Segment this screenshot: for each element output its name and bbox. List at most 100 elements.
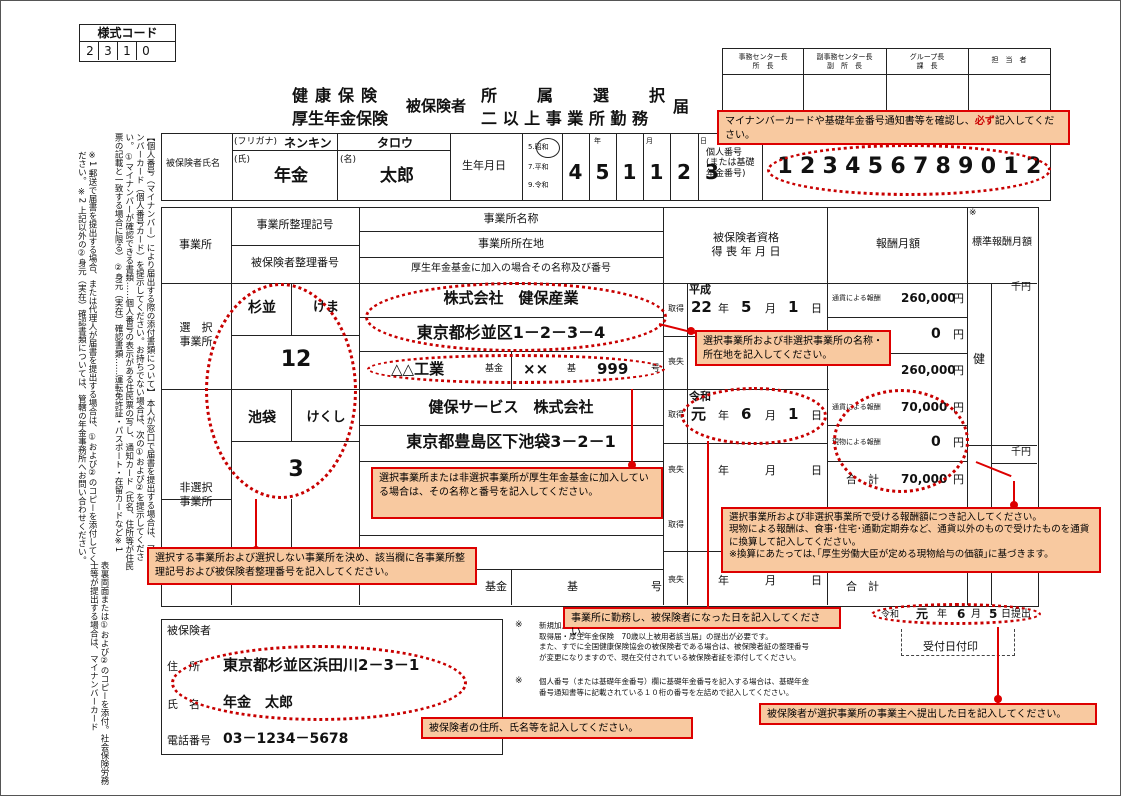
mynumber-label: 個人番号 (または基礎 年金番号) xyxy=(706,148,755,179)
furigana-label: (フリガナ) xyxy=(234,137,278,147)
d-lbl: 日 xyxy=(811,574,822,587)
grid-line xyxy=(161,389,829,390)
kikin-label: 基金 xyxy=(485,580,507,593)
birth-digit: 5 xyxy=(595,160,610,184)
h-name: 事業所名称 xyxy=(483,212,539,225)
y-lbl: 年 xyxy=(718,302,729,315)
y-lbl: 年 xyxy=(718,574,729,587)
tel-lbl: 電話番号 xyxy=(167,734,211,747)
selected-office-label: 選 択 事業所 xyxy=(179,321,213,349)
total-label: 合 計 xyxy=(846,580,879,593)
grid-line xyxy=(663,207,664,605)
grid-line xyxy=(687,283,688,605)
callout-date: 事業所に勤務し、被保険者になった日を記入してください。 xyxy=(563,607,841,638)
birth-digit: 1 xyxy=(622,160,637,184)
highlight-mynumber xyxy=(767,144,1051,196)
kana-last: ネンキン xyxy=(284,136,332,150)
grid-line xyxy=(231,245,359,246)
non-name: 健保サービス 株式会社 xyxy=(428,398,594,416)
highlight-submit-date xyxy=(871,603,1041,625)
name-label: 被保険者氏名 xyxy=(166,159,221,169)
form-code-digit: 2 xyxy=(86,44,94,58)
shi-label: (氏) xyxy=(234,155,251,165)
go-label: 号 xyxy=(651,580,662,593)
h-insnum: 被保険者整理番号 xyxy=(251,256,339,269)
birth-digit: 2 xyxy=(677,160,691,184)
callout-pay: 選択事業所および非選択事業所で受ける報酬額につき記入してください。 現物による報… xyxy=(721,507,1101,573)
shutoku-1: 取得 xyxy=(668,304,684,313)
main-table xyxy=(161,207,1039,607)
soushitsu-1: 喪失 xyxy=(668,357,684,366)
grid-line xyxy=(161,283,1037,284)
highlight-address xyxy=(171,645,467,721)
callout-mynumber: マイナンバーカードや基礎年金番号通知書等を確認し、必ず記入してください。 xyxy=(717,110,1070,145)
approval-label: 副事務センター長 副 所 長 xyxy=(816,53,873,71)
shutoku-2: 取得 xyxy=(668,410,684,419)
callout-codes: 選択する事業所および選択しない事業所を決め、該当欄に各事業所整理記号および被保険… xyxy=(147,547,477,585)
h-std: 標準報酬月額 xyxy=(972,237,1032,248)
grid-line xyxy=(359,257,663,258)
note2-mark: ※ xyxy=(515,676,523,686)
ken-label: 健 xyxy=(973,352,986,366)
sel-month: 5 xyxy=(741,298,752,316)
title-todoke: 届 xyxy=(673,97,690,116)
title-line3a: 所 属 選 択 xyxy=(481,86,678,105)
grid-line xyxy=(161,499,231,500)
h-addr: 事業所所在地 xyxy=(478,237,544,250)
form-code-digit: 0 xyxy=(142,44,150,58)
approval-label: グループ長 課 長 xyxy=(909,53,945,71)
birth-digit: 4 xyxy=(568,160,583,184)
nen-label: 年 xyxy=(594,137,601,145)
era-circle xyxy=(536,138,560,158)
first-name: 太郎 xyxy=(380,166,414,186)
h-office: 事業所 xyxy=(179,238,212,251)
callout-office-name: 選択事業所および非選択事業所の名称・所在地を記入してください。 xyxy=(695,330,891,366)
note1: 新規加入… 取得届・厚生年金保険 70歳以上被用者該当届」の提出が必要です。 ま… xyxy=(539,621,809,662)
grid-line xyxy=(991,283,992,445)
form-code-digit: 1 xyxy=(123,44,131,58)
stamp-area xyxy=(901,629,1015,656)
left-note-side: 表裏両面または①および②のコピーを添付。社会保険労務士等が提出する場合は、マイナ… xyxy=(88,561,109,785)
form-code-label: 様式コード xyxy=(97,26,158,40)
birth-digit: 3 xyxy=(705,160,719,184)
cur-label-1: 通貨による報酬 xyxy=(832,294,881,302)
ins-label: 被保険者 xyxy=(167,624,211,637)
form-code-digit: 3 xyxy=(104,44,112,58)
grid-line xyxy=(359,535,663,536)
y-lbl: 年 xyxy=(718,464,729,477)
sel-year: 22 xyxy=(691,298,712,316)
soushitsu-2: 喪失 xyxy=(668,465,684,474)
grid-line xyxy=(991,463,1037,464)
era-heisei: 7.平和 xyxy=(528,163,549,171)
sel-total: 260,000 xyxy=(901,363,956,377)
grid-line xyxy=(967,445,1037,446)
grid-line xyxy=(511,569,512,605)
grid-line xyxy=(359,231,663,232)
callout-emphasis: 必ず xyxy=(974,116,995,127)
sel-day: 1 xyxy=(788,298,799,316)
title-line2: 厚生年金保険 xyxy=(292,109,389,128)
insured-box xyxy=(161,619,503,755)
highlight-office-name xyxy=(365,282,667,352)
non-addr: 東京都豊島区下池袋3－2－1 xyxy=(406,432,616,451)
highlight-pay xyxy=(833,389,969,493)
callout-address: 被保険者の住所、氏名等を記入してください。 xyxy=(421,717,693,739)
birth-label: 生年月日 xyxy=(462,159,506,172)
grid-line xyxy=(359,207,360,605)
grid-line xyxy=(991,283,1037,284)
form-code-box: 様式コード 2 3 1 0 xyxy=(79,24,176,62)
yen: 円 xyxy=(953,328,964,341)
h-qual: 被保険者資格 得 喪 年 月 日 xyxy=(711,231,781,258)
grid-line xyxy=(827,353,967,354)
grid-line xyxy=(967,207,968,605)
grid-line xyxy=(827,207,828,605)
senen-1: 千円 xyxy=(1011,282,1031,293)
note1-mark: ※ xyxy=(515,620,523,630)
m-lbl: 月 xyxy=(765,302,776,315)
soushitsu-3: 喪失 xyxy=(668,575,684,584)
ins-tel: 03－1234－5678 xyxy=(223,731,349,747)
title-line1: 健康保険 xyxy=(292,86,385,105)
left-note-main: 【個人番号（マイナンバー）により届出する際の添付書類について】 本人が窓口で届書… xyxy=(113,133,155,571)
sel-goods: 0 xyxy=(931,326,941,342)
